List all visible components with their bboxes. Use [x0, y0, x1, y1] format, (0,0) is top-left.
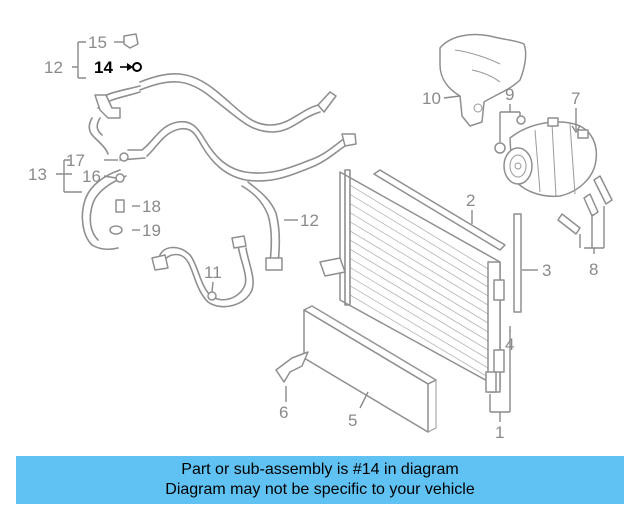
callout-labels: 15 12 14 17 13 16 18 19 10 9 7 8 2 12 3 …: [28, 33, 598, 442]
part-2-seal-strip: [373, 169, 506, 251]
caption-line-2: Diagram may not be specific to your vehi…: [165, 481, 475, 498]
condenser-fin: [349, 285, 489, 369]
label-12-upper: 12: [44, 58, 63, 77]
condenser-fin: [349, 257, 489, 342]
condenser-fin: [349, 294, 489, 378]
label-5: 5: [348, 411, 357, 430]
condenser-fin: [349, 267, 489, 351]
label-16: 16: [82, 167, 101, 186]
part-14-o-ring: [132, 62, 142, 72]
hose-11: [151, 235, 254, 308]
label-10: 10: [422, 89, 441, 108]
label-4: 4: [505, 335, 514, 354]
label-6: 6: [279, 403, 288, 422]
condenser-fin: [349, 184, 489, 270]
part-8-bolts: [557, 175, 613, 235]
caption-line-1: Part or sub-assembly is #14 in diagram: [181, 461, 459, 478]
label-9: 9: [505, 85, 514, 104]
label-19: 19: [142, 221, 161, 240]
part-6-bracket: [275, 351, 309, 383]
part-7-ac-compressor: [503, 117, 598, 198]
liquid-line: [81, 152, 129, 251]
condenser: [319, 169, 505, 393]
condenser-fin: [349, 203, 489, 288]
caption-banner: Part or sub-assembly is #14 in diagram D…: [16, 456, 624, 504]
label-12-lower: 12: [300, 211, 319, 230]
condenser-fin: [349, 212, 489, 297]
part-15-fitting: [123, 33, 139, 49]
label-18: 18: [142, 197, 161, 216]
part-10-compressor-bracket: [439, 33, 527, 127]
condenser-fin: [349, 193, 489, 279]
ac-hose-lower: [241, 181, 283, 271]
label-14: 14: [94, 58, 113, 77]
condenser-fin: [349, 239, 489, 324]
label-3: 3: [542, 261, 551, 280]
label-8: 8: [589, 260, 598, 279]
leader-lines: [56, 41, 605, 422]
label-11: 11: [204, 263, 222, 282]
part-9-seals: [494, 115, 526, 154]
label-13: 13: [28, 165, 47, 184]
label-2: 2: [466, 191, 475, 210]
part-5-seal: [303, 305, 437, 433]
label-15: 15: [88, 33, 107, 52]
part-3-receiver-drier: [513, 213, 522, 313]
ac-hose-assembly: [88, 73, 357, 182]
label-7: 7: [571, 89, 580, 108]
label-17: 17: [66, 151, 85, 170]
condenser-fin: [349, 221, 489, 306]
condenser-fin: [349, 276, 489, 360]
condenser-fin: [349, 248, 489, 333]
condenser-fin: [349, 230, 489, 315]
label-1: 1: [495, 423, 504, 442]
